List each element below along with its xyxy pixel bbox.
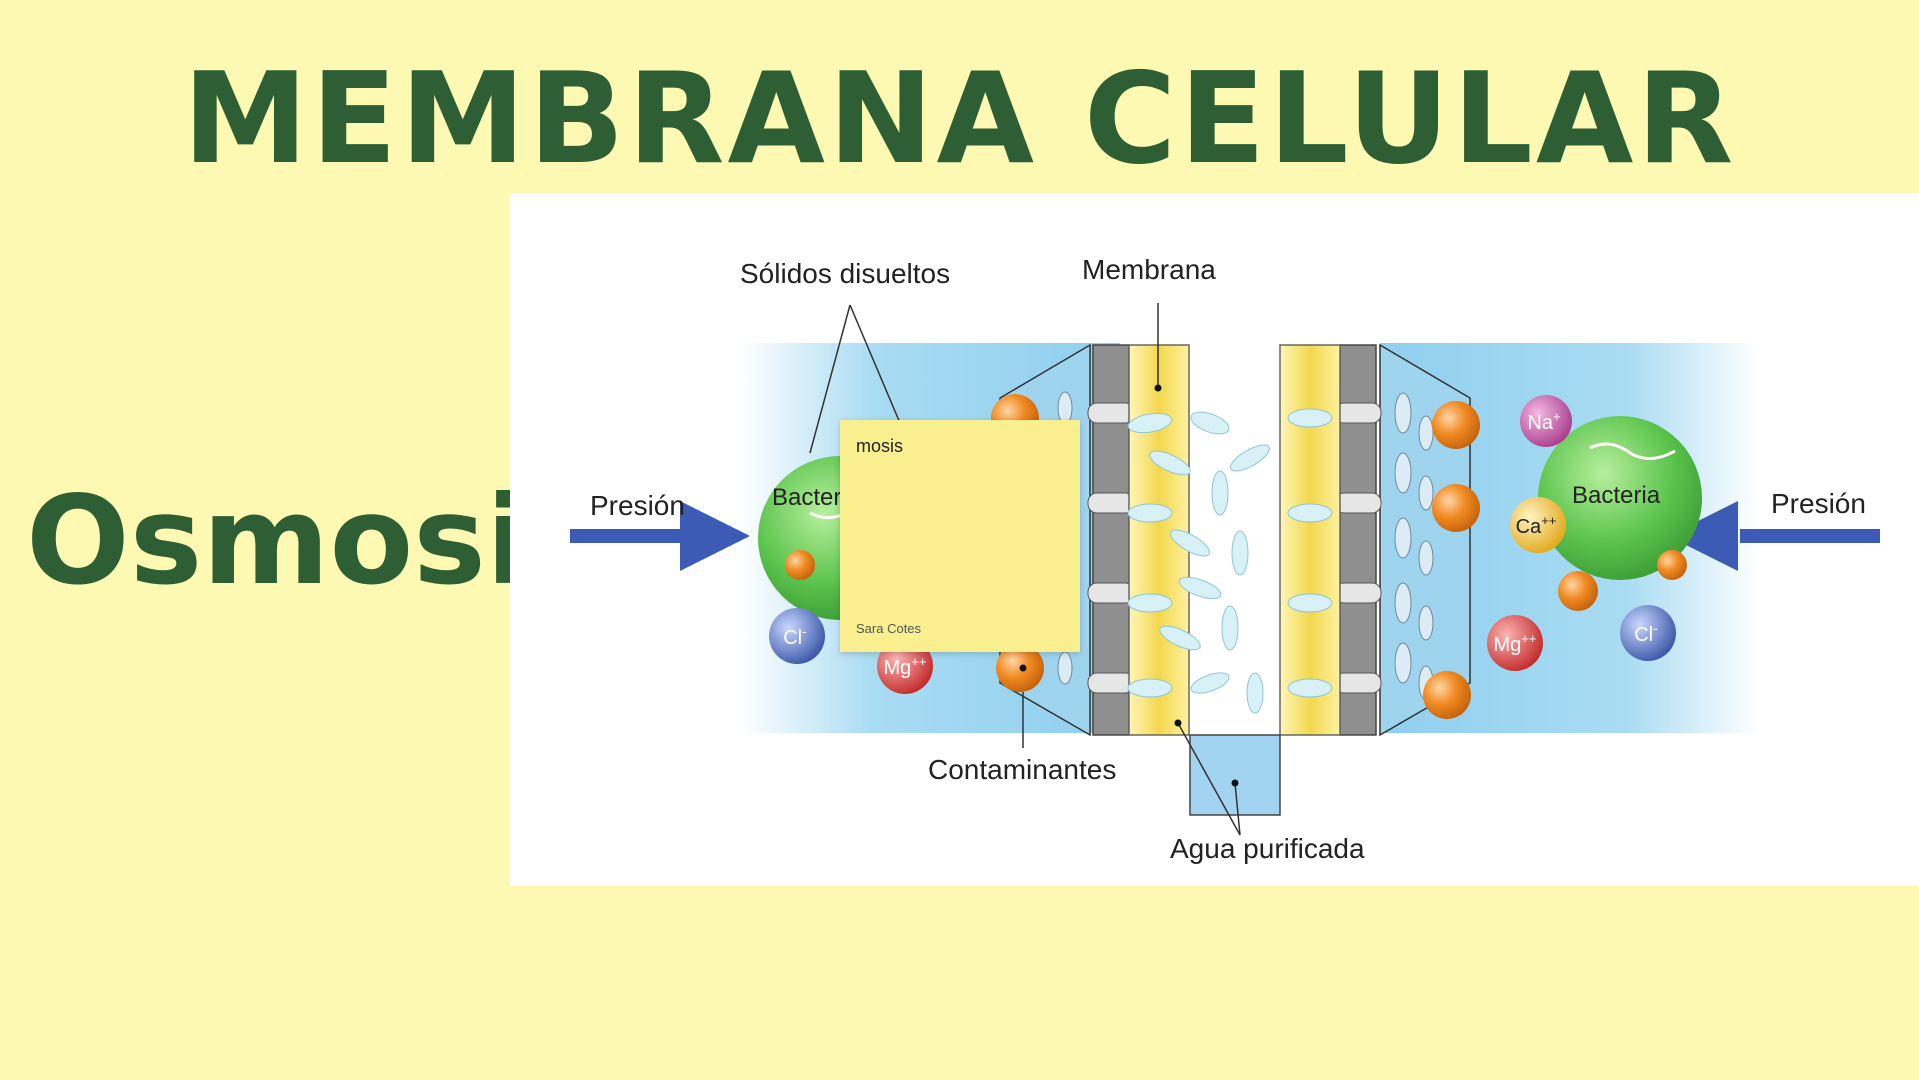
contaminant-ball <box>1423 671 1471 719</box>
contaminant-ball <box>785 550 815 580</box>
pore <box>1334 672 1382 694</box>
pore <box>1087 402 1135 424</box>
mg-ion-right <box>1487 615 1543 671</box>
cl-ion-left <box>769 608 825 664</box>
label-membrana: Membrana <box>1082 254 1216 285</box>
water-droplet <box>1287 678 1333 698</box>
pore <box>1334 492 1382 514</box>
label-contaminantes: Contaminantes <box>928 754 1116 785</box>
slide-title: MEMBRANA CELULAR <box>182 45 1737 192</box>
pore <box>1087 582 1135 604</box>
water-droplet <box>1246 672 1264 714</box>
cl-label-left: Cl- <box>783 623 807 649</box>
na-ion <box>1520 395 1572 447</box>
particle <box>1418 415 1434 451</box>
particle <box>1394 582 1412 624</box>
pore <box>1334 582 1382 604</box>
sticky-note[interactable]: mosis Sara Cotes <box>840 420 1080 652</box>
particle <box>1394 517 1412 559</box>
mg-label-right: Mg++ <box>1494 631 1537 656</box>
label-solidos: Sólidos disueltos <box>740 258 950 289</box>
particle <box>1394 392 1412 434</box>
water-droplet <box>1211 470 1229 516</box>
pore <box>1334 402 1382 424</box>
water-droplet <box>1127 593 1173 613</box>
water-droplet <box>1221 605 1239 651</box>
water-droplet <box>1127 678 1173 698</box>
water-droplet <box>1149 450 1191 476</box>
particle <box>1394 642 1412 684</box>
particle <box>1394 452 1412 494</box>
contaminant-ball <box>1657 550 1687 580</box>
water-droplet <box>1287 593 1333 613</box>
water-droplet <box>1287 503 1333 523</box>
water-droplet <box>1190 411 1230 435</box>
note-text: mosis <box>856 436 904 456</box>
cl-ion-right <box>1620 605 1676 661</box>
pressure-arrow-right <box>1668 501 1880 571</box>
osmosis-diagram: Sólidos disueltos Membrana Presión Presi… <box>510 193 1919 886</box>
particle <box>1418 540 1434 576</box>
particle <box>1418 475 1434 511</box>
label-presion-left: Presión <box>590 490 685 521</box>
note-author: Sara Cotes <box>856 621 922 636</box>
water-droplet <box>1127 503 1173 523</box>
membrane-right <box>1279 344 1341 736</box>
pore <box>1087 492 1135 514</box>
water-droplet <box>1230 444 1270 472</box>
label-presion-right: Presión <box>1771 488 1866 519</box>
particle <box>1418 605 1434 641</box>
contaminant-ball <box>1432 484 1480 532</box>
water-droplet <box>1127 412 1173 434</box>
pressure-arrow-left <box>570 501 750 571</box>
water-droplet <box>1178 576 1222 600</box>
label-bacteria-right: Bacteria <box>1572 482 1661 509</box>
contaminant-ball <box>1558 571 1598 611</box>
particle <box>1057 651 1073 685</box>
pore <box>1087 672 1135 694</box>
ca-ion <box>1510 497 1566 553</box>
label-agua: Agua purificada <box>1170 833 1365 864</box>
na-label: Na+ <box>1527 409 1560 434</box>
cl-label-right: Cl- <box>1634 620 1658 646</box>
water-droplet <box>1190 672 1230 694</box>
water-droplet <box>1287 408 1333 428</box>
water-droplet <box>1170 529 1210 557</box>
outlet-pipe <box>1189 734 1281 816</box>
water-droplet <box>1231 530 1249 576</box>
contaminant-ball <box>1432 401 1480 449</box>
ca-label: Ca++ <box>1516 513 1557 538</box>
diagram-svg: Sólidos disueltos Membrana Presión Presi… <box>570 254 1880 864</box>
mg-ion-left <box>877 638 933 694</box>
mg-label-left: Mg++ <box>884 654 927 679</box>
osmosis-label: Osmosis <box>26 470 601 612</box>
water-droplet <box>1159 625 1201 651</box>
